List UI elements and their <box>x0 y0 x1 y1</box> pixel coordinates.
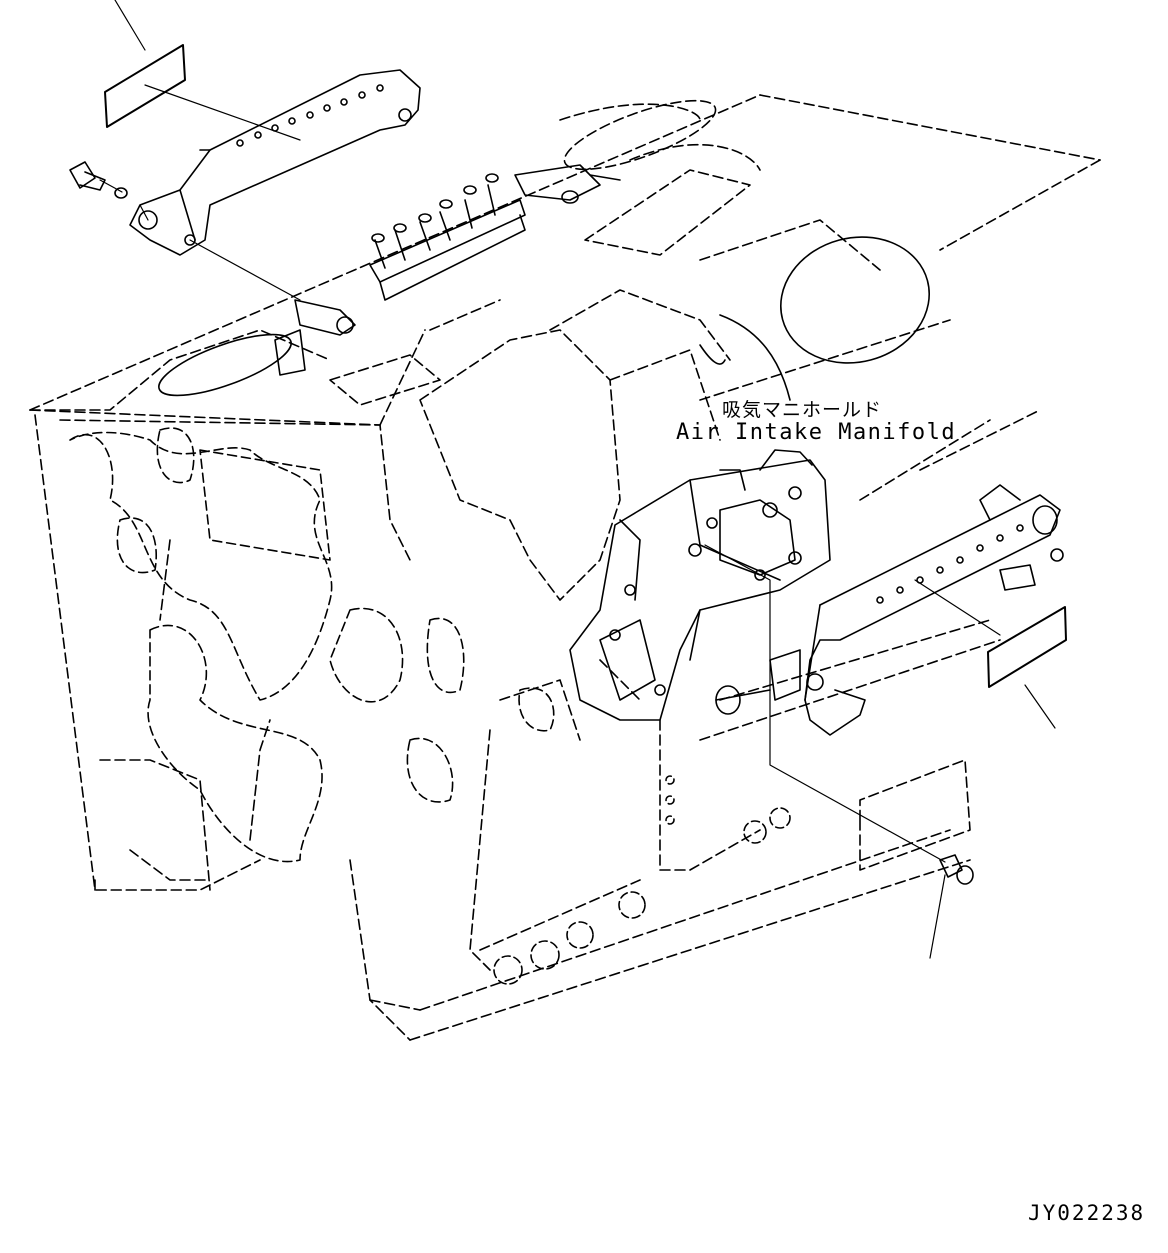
part-name-english: Air Intake Manifold <box>676 420 957 445</box>
fuel-rail <box>274 164 621 376</box>
leader-lines-lower <box>704 544 1056 959</box>
cylinder-bore-ovals <box>158 99 931 401</box>
intake-manifold <box>569 449 831 721</box>
block-coring <box>69 427 555 863</box>
core-plugs <box>493 775 791 985</box>
leader-lines-upper <box>99 0 301 301</box>
lower-bracket <box>715 484 1064 736</box>
part-name-japanese: 吸気マニホールド <box>722 399 883 421</box>
mounting-bolt <box>939 854 974 885</box>
upper-tag-plate <box>104 44 186 128</box>
engine-block-outline <box>29 94 1101 1041</box>
upper-bracket <box>129 69 421 256</box>
lower-tag-plate <box>987 606 1067 688</box>
bolt-and-washer <box>69 161 128 199</box>
drawing-number: JY022238 <box>1028 1201 1146 1225</box>
